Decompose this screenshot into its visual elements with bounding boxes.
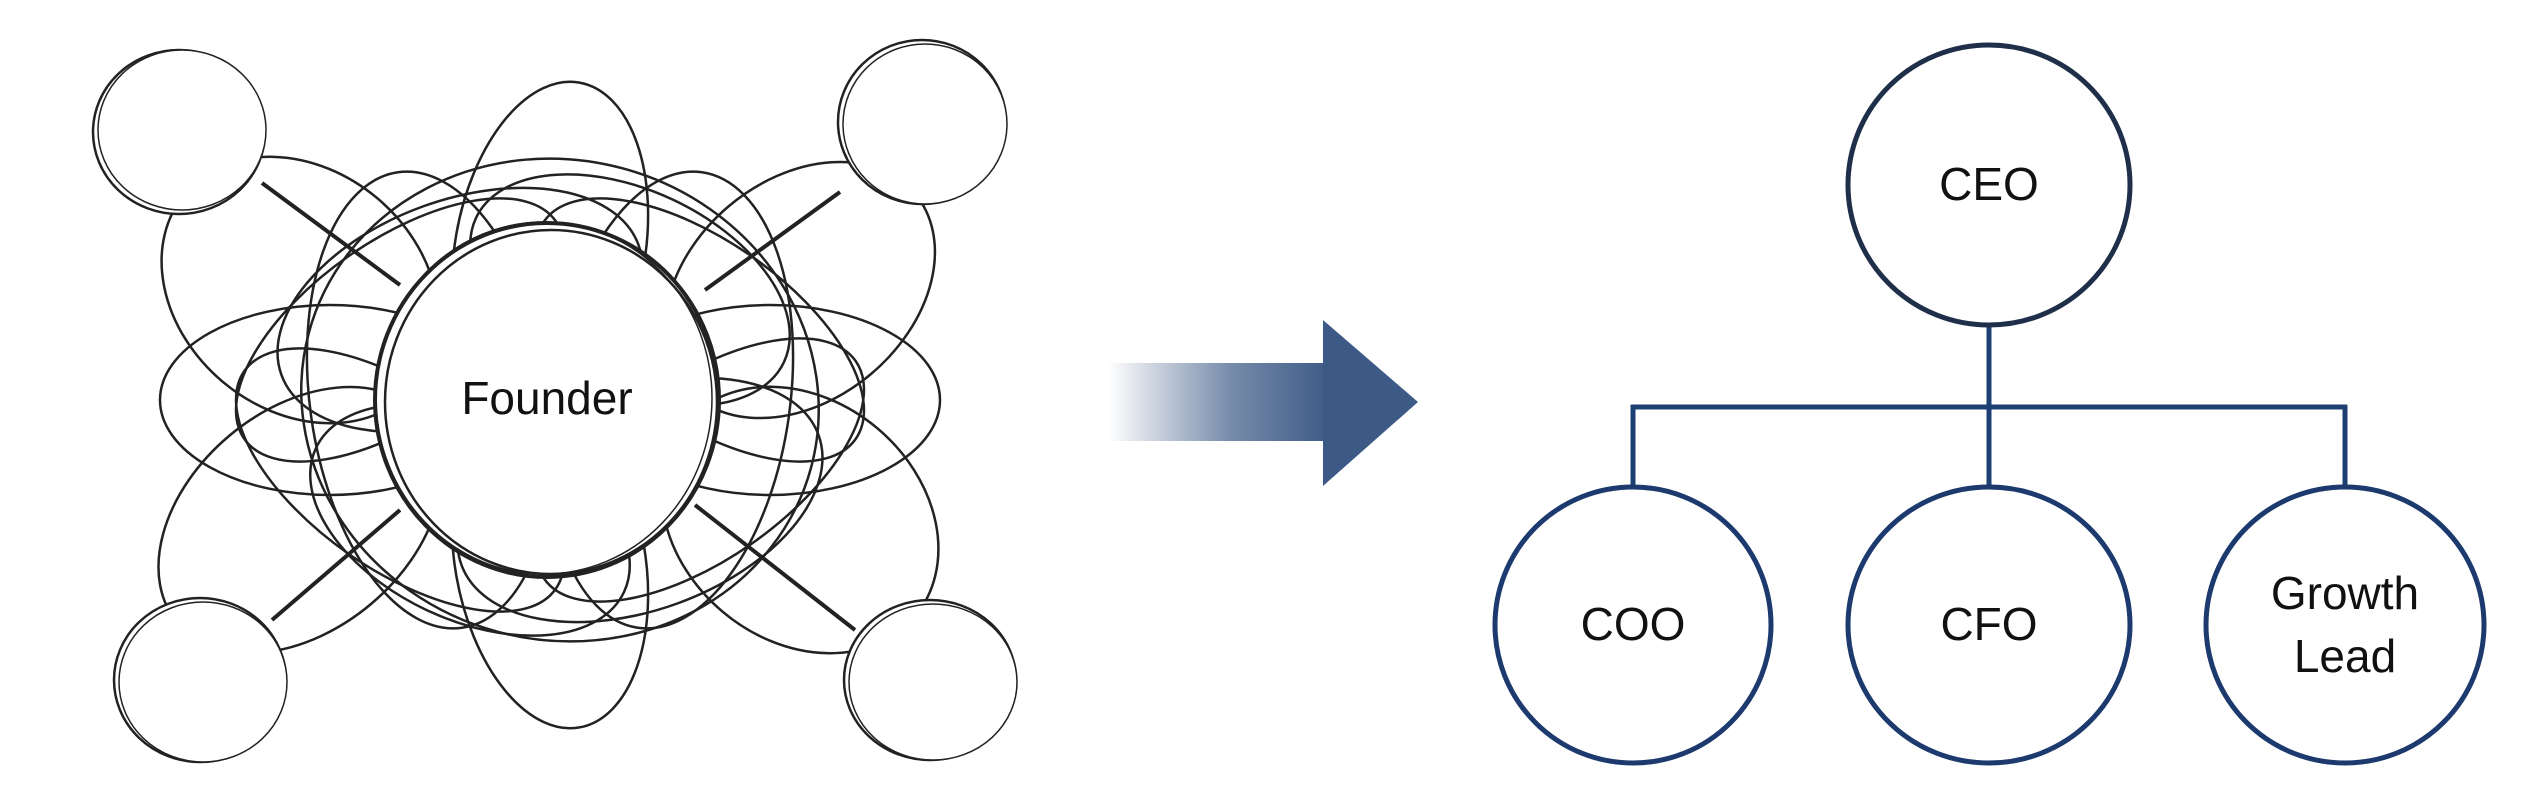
transition-arrow-icon — [1108, 320, 1418, 486]
founder-label: Founder — [461, 372, 632, 424]
growth-lead-label-line1: Growth — [2271, 567, 2419, 619]
org-node-growth-lead: Growth Lead — [2203, 484, 2487, 766]
cfo-label: CFO — [1940, 598, 2037, 650]
satellite-node-outline — [842, 43, 1008, 205]
org-node-cfo: CFO — [1845, 484, 2133, 766]
tangle-loop — [300, 157, 820, 643]
founder-node: Founder — [373, 221, 721, 579]
satellite-node-outline — [97, 49, 267, 211]
org-node-coo: COO — [1492, 484, 1774, 766]
org-node-ceo: CEO — [1845, 42, 2133, 328]
spoke-lines — [260, 181, 857, 632]
founder-chaos-group: Founder — [91, 38, 1018, 764]
org-chart: CEO COO CFO Growth Lead — [1492, 42, 2487, 766]
satellite-nodes — [91, 38, 1018, 764]
spoke-line — [260, 181, 402, 287]
ceo-label: CEO — [1939, 158, 2039, 210]
org-connectors — [1630, 325, 2348, 487]
satellite-node-outline — [848, 603, 1018, 761]
growth-lead-label-line2: Lead — [2294, 630, 2396, 682]
spoke-line — [703, 190, 842, 292]
coo-label: COO — [1581, 598, 1686, 650]
spoke-line — [270, 508, 402, 622]
spoke-line — [693, 503, 857, 632]
satellite-node-outline — [118, 601, 288, 763]
